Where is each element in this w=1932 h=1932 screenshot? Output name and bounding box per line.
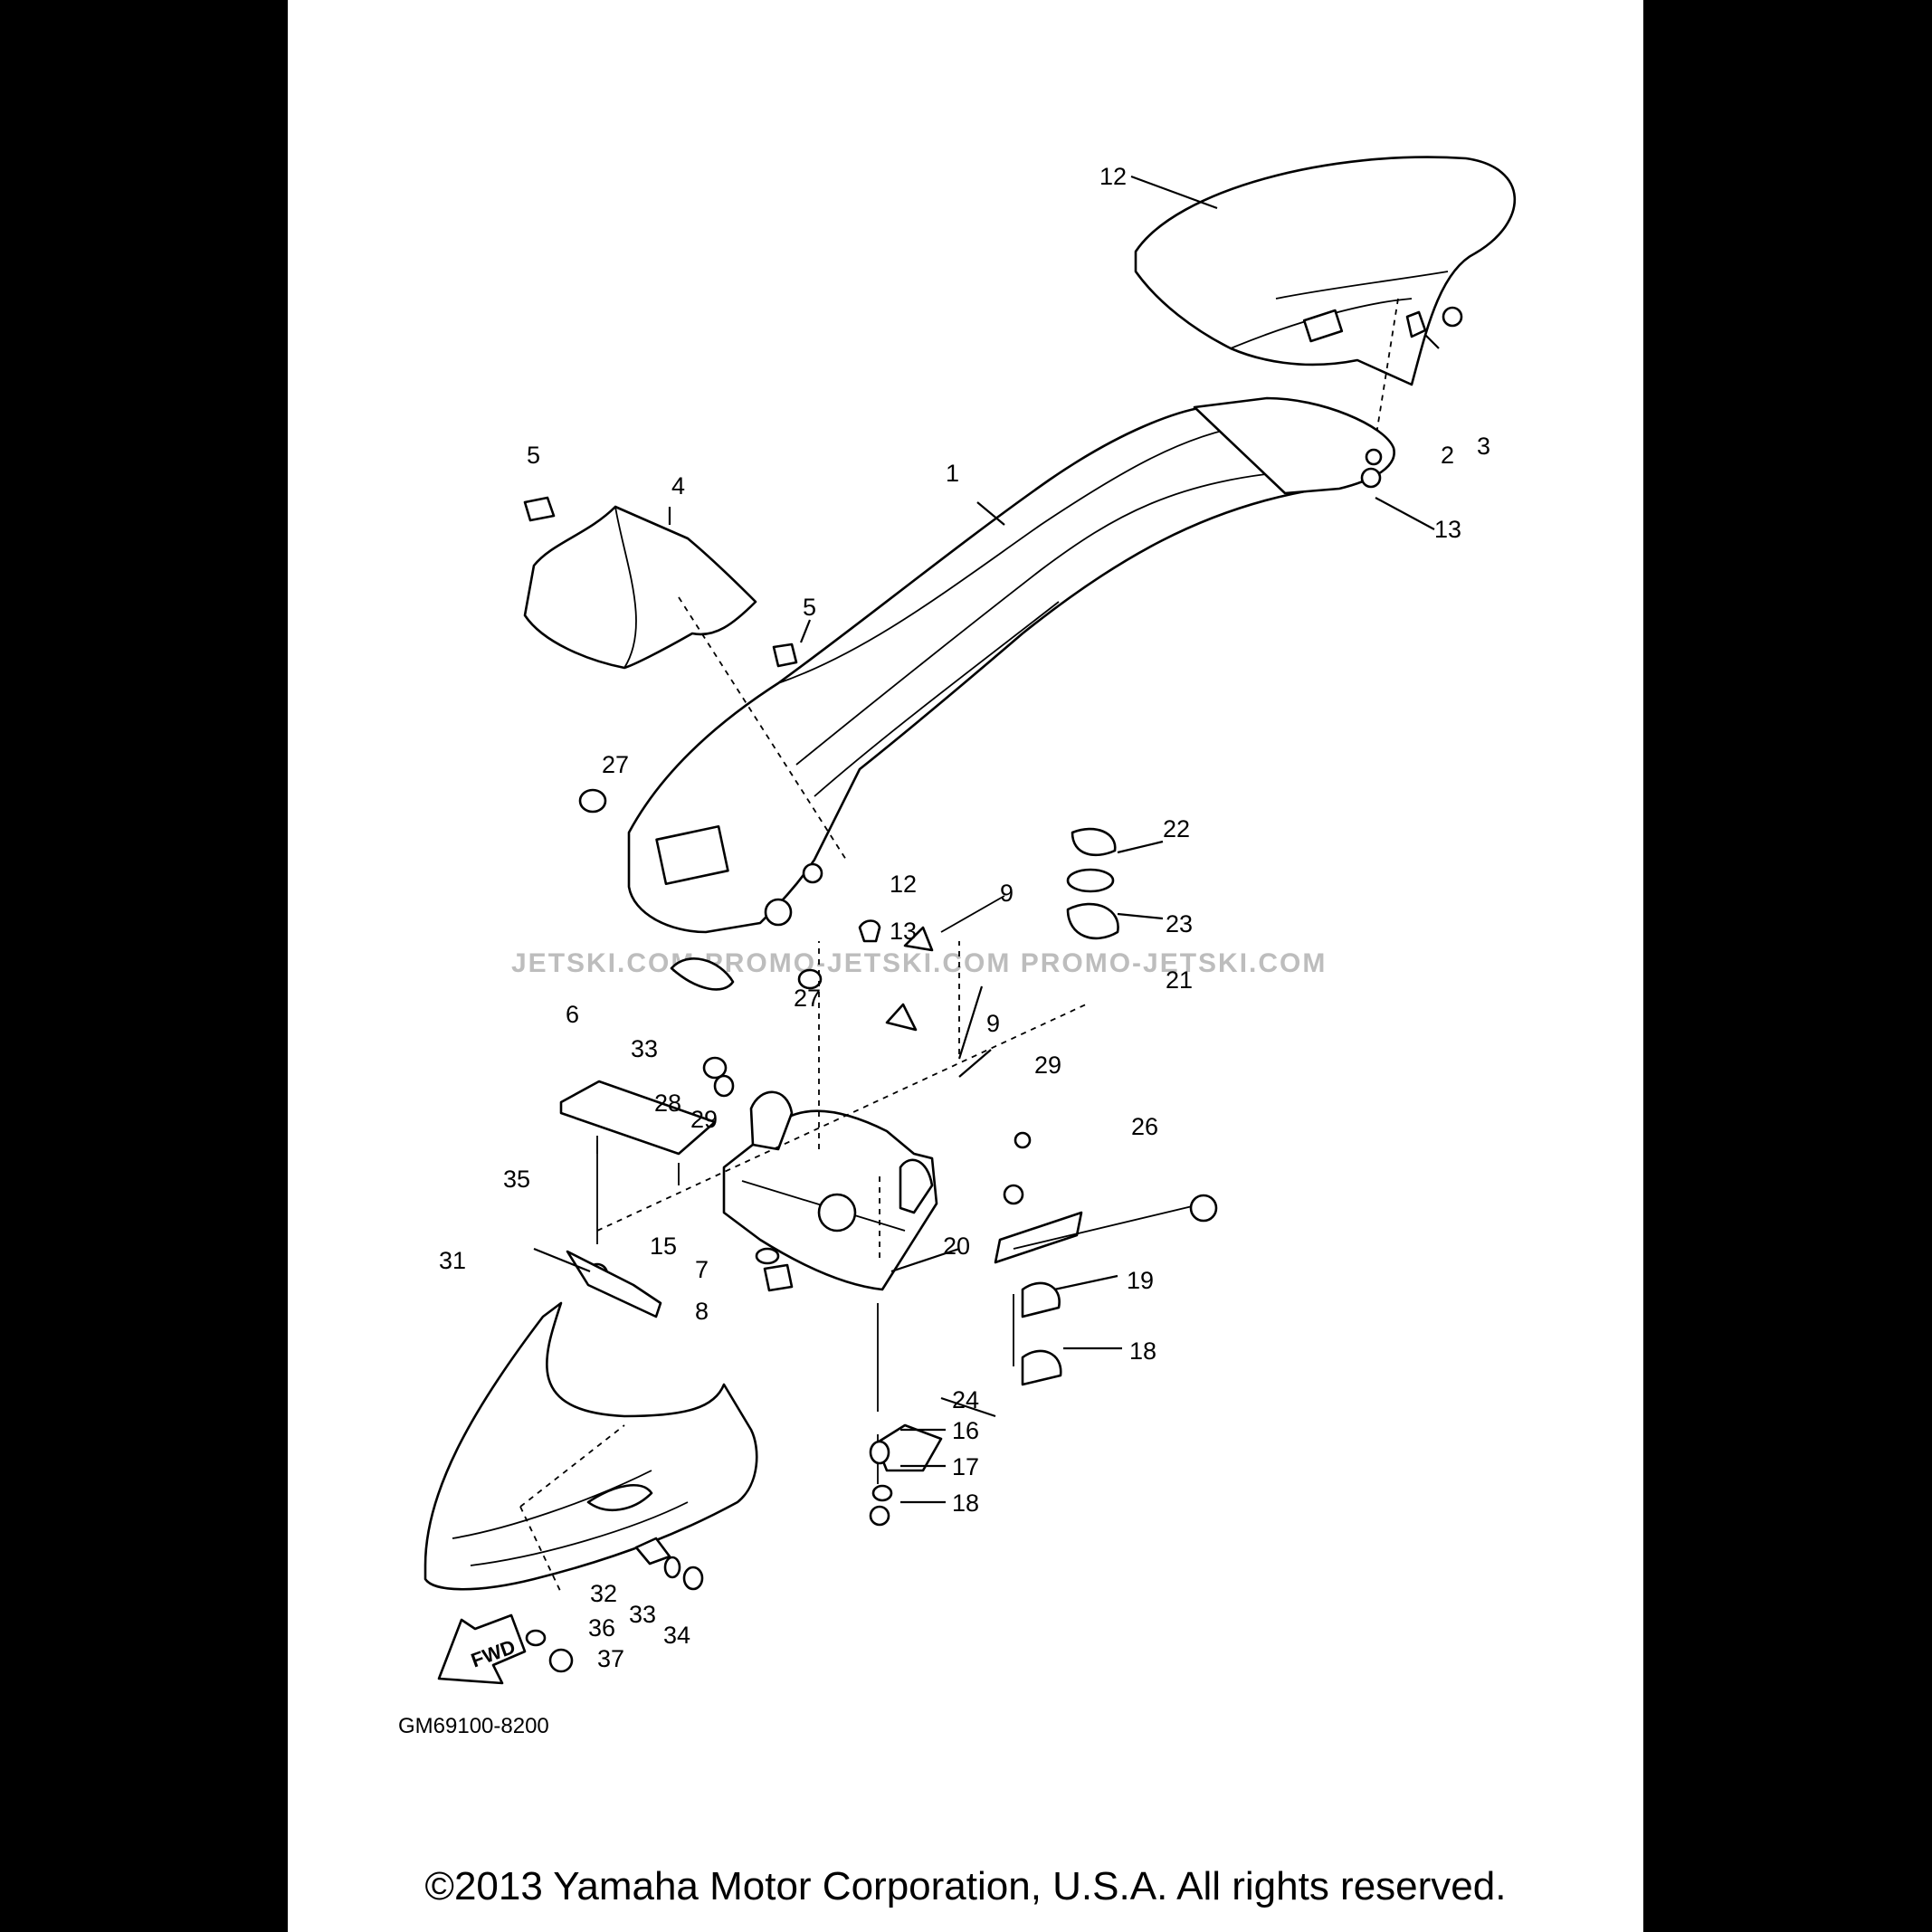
- callout-22: 21: [1166, 966, 1193, 994]
- callout-8: 8: [695, 1298, 709, 1325]
- callout-13: 12: [1099, 163, 1127, 190]
- front-cover-part: [523, 505, 847, 861]
- callout-16: 16: [952, 1417, 979, 1444]
- callout-9: 9: [1000, 880, 1014, 907]
- callout-6: 6: [566, 1001, 579, 1028]
- pivot-bracket-part: [722, 1090, 938, 1291]
- callout-32: 32: [590, 1580, 617, 1607]
- callout-31: 31: [439, 1247, 466, 1274]
- callout-14: 13: [1434, 516, 1461, 543]
- callout-20: 19: [1127, 1267, 1154, 1294]
- callouts: 12 2 3 13 1 5 4 5 27 22 9 12 13 23 21 27…: [398, 163, 1490, 1738]
- callout-34: 34: [663, 1622, 690, 1649]
- callout-30: 33: [631, 1035, 658, 1062]
- callout-21: 20: [943, 1232, 970, 1260]
- fwd-arrow: FWD: [437, 1613, 527, 1685]
- callout-11: 12: [890, 871, 917, 898]
- callout-24: 23: [1166, 910, 1193, 937]
- cowl-part: [424, 1301, 758, 1594]
- callout-5: 5: [803, 594, 816, 621]
- callout-17: 17: [952, 1453, 979, 1480]
- callout-19: 18: [1129, 1337, 1156, 1365]
- watermark: JETSKI.COM PROMO-JETSKI.COM PROMO-JETSKI…: [511, 948, 1327, 978]
- callout-23: 22: [1163, 815, 1190, 842]
- callout-2: 2: [1441, 442, 1454, 469]
- callout-10: 9: [986, 1010, 1000, 1037]
- plate-part: [559, 1080, 717, 1185]
- diagram-code: GM69100-8200: [398, 1714, 549, 1738]
- callout-12: 13: [890, 918, 917, 945]
- leader-lines: [533, 175, 1440, 1504]
- copyright-notice: ©2013 Yamaha Motor Corporation, U.S.A. A…: [424, 1864, 1507, 1908]
- callout-36: 36: [588, 1614, 615, 1642]
- callout-7: 7: [695, 1256, 709, 1283]
- callout-29-left: 29: [690, 1106, 718, 1133]
- callout-33: 33: [629, 1601, 656, 1628]
- callout-5-top: 5: [527, 442, 540, 469]
- callout-1: 1: [946, 460, 959, 487]
- callout-25: 24: [952, 1386, 979, 1413]
- callout-18: 18: [952, 1489, 979, 1517]
- callout-29: 29: [1034, 1052, 1061, 1079]
- callout-4: 4: [671, 472, 685, 500]
- callout-26: 26: [1131, 1113, 1158, 1140]
- frame-arm-part: [627, 309, 1395, 934]
- callout-27: 27: [794, 985, 821, 1012]
- callout-37: 37: [597, 1645, 624, 1672]
- fasteners: [523, 306, 1463, 1673]
- callout-27-top: 27: [602, 751, 629, 778]
- callout-35: 35: [503, 1166, 530, 1193]
- callout-15: 15: [650, 1232, 677, 1260]
- callout-28: 28: [654, 1090, 681, 1117]
- callout-3: 3: [1477, 433, 1490, 460]
